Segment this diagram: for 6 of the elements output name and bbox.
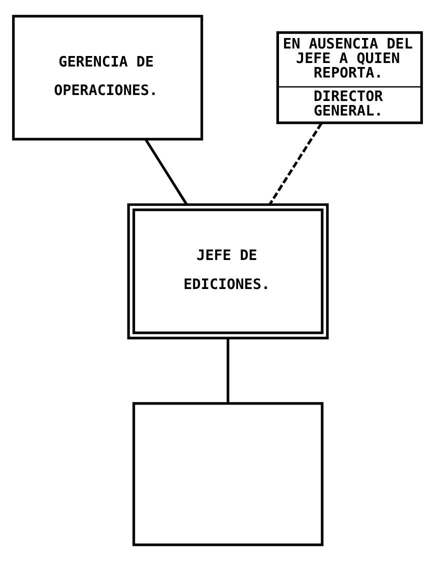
node-box xyxy=(132,402,324,546)
connector xyxy=(226,338,230,404)
connector xyxy=(144,138,188,206)
node-box: GERENCIA DE OPERACIONES. xyxy=(12,14,204,141)
node-box: JEFE DE EDICIONES. xyxy=(127,203,329,340)
connector xyxy=(268,122,323,206)
